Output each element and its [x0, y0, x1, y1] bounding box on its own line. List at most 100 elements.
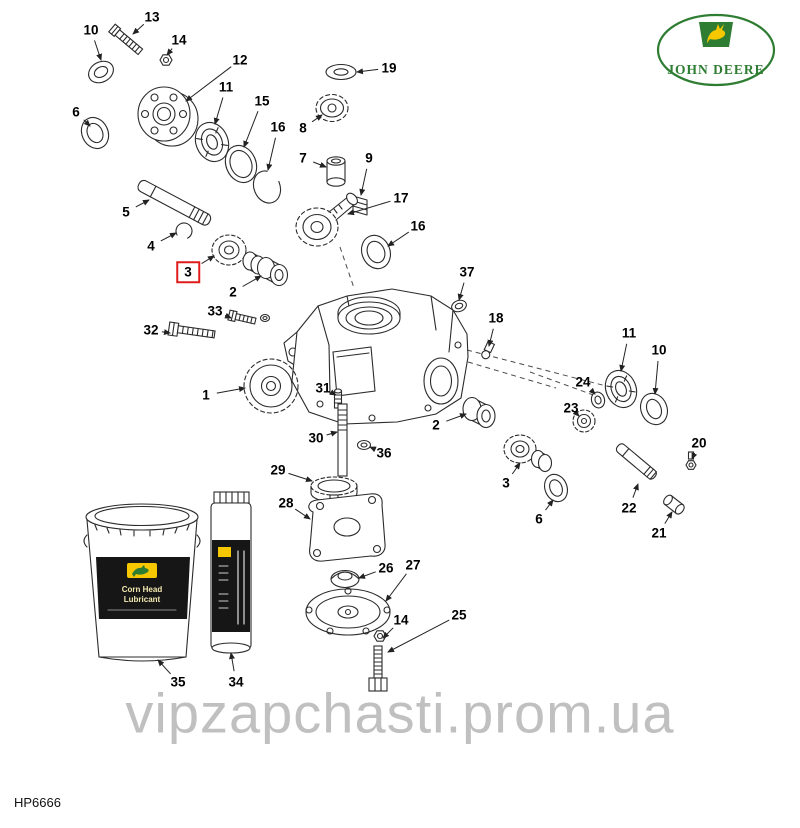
leader-line	[664, 511, 673, 524]
part-callout-7: 7	[299, 150, 307, 166]
part-callout-8: 8	[299, 120, 307, 136]
leader-line	[311, 114, 323, 123]
part-callout-27: 27	[405, 557, 421, 573]
part-callout-15: 15	[254, 93, 270, 109]
part-art-gearshaft-17	[295, 192, 358, 247]
leader-line	[545, 499, 554, 511]
leader-line	[358, 571, 376, 579]
part-art-bolt-33	[227, 309, 257, 325]
part-callout-22: 22	[621, 500, 637, 516]
part-art-bolt-25	[368, 645, 388, 692]
part-callout-31: 31	[315, 380, 331, 396]
leader-line	[216, 386, 246, 394]
part-callout-19: 19	[381, 60, 397, 76]
leader-line	[382, 627, 394, 639]
part-art-shaft-5	[137, 179, 212, 226]
leader-line	[229, 652, 235, 672]
deer-icon	[132, 565, 149, 577]
leader-line	[387, 619, 450, 653]
part-art-shaft-30	[337, 403, 348, 477]
part-callout-6: 6	[535, 511, 543, 527]
part-callout-14: 14	[171, 32, 187, 48]
part-art-snapring-16	[252, 170, 282, 204]
leader-line	[313, 161, 327, 168]
figure-code: HP6666	[14, 795, 61, 810]
part-callout-36: 36	[376, 445, 392, 461]
part-callout-28: 28	[278, 495, 294, 511]
part-art-gasket-28	[308, 493, 386, 562]
leader-line	[347, 200, 391, 216]
part-art-housing	[283, 288, 469, 425]
leader-line	[446, 413, 467, 422]
part-art-bearing-11b	[604, 369, 638, 409]
bucket-label-line1: Corn Head	[122, 585, 163, 594]
part-art-nut-14b	[373, 630, 387, 642]
part-art-gear-1	[243, 358, 299, 414]
part-callout-35: 35	[170, 674, 186, 690]
leader-line	[511, 462, 521, 475]
part-callout-12: 12	[232, 52, 248, 68]
part-art-ring-15	[224, 144, 258, 184]
leader-line	[157, 659, 171, 675]
john-deere-logo-art: JOHN DEERE	[656, 13, 776, 87]
leader-line	[161, 329, 171, 336]
part-callout-29: 29	[270, 462, 286, 478]
part-art-seal-6b	[543, 473, 569, 503]
part-callout-6: 6	[72, 104, 80, 120]
part-callout-3-highlighted: 3	[176, 261, 200, 283]
part-callout-24: 24	[575, 374, 591, 390]
part-callout-13: 13	[144, 9, 160, 25]
leader-line	[166, 48, 174, 56]
leader-line	[242, 275, 262, 287]
part-art-cover-27	[305, 587, 391, 636]
leader-line	[185, 66, 232, 102]
part-callout-11: 11	[621, 325, 637, 341]
part-art-fitting-18	[481, 340, 496, 360]
part-art-bucket-35: Corn Head Lubricant	[83, 503, 201, 662]
leader-line	[691, 452, 698, 460]
leader-line	[135, 199, 150, 208]
part-art-washer-19	[325, 63, 357, 81]
part-art-flange-12	[137, 86, 199, 147]
part-art-seal-10b	[639, 392, 669, 426]
part-callout-3: 3	[502, 475, 510, 491]
leader-line	[619, 343, 628, 372]
deer-icon	[707, 24, 726, 43]
part-callout-2: 2	[229, 284, 237, 300]
part-art-bushing-7	[326, 156, 346, 187]
part-art-spring-9	[352, 195, 368, 216]
leader-line	[652, 360, 659, 395]
part-callout-17: 17	[393, 190, 409, 206]
part-art-washer-24	[590, 391, 606, 409]
leader-line	[132, 23, 145, 35]
part-callout-11: 11	[218, 79, 234, 95]
part-art-seal-10	[88, 60, 114, 84]
leader-line	[588, 387, 596, 395]
leader-line	[243, 111, 259, 148]
logo-oval	[656, 13, 776, 87]
part-art-bolt-32	[167, 321, 216, 339]
leader-line	[356, 68, 379, 75]
part-callout-30: 30	[308, 430, 324, 446]
part-art-ring-37	[451, 299, 467, 313]
part-art-plug-20	[685, 451, 697, 470]
leader-line	[387, 231, 410, 247]
part-callout-1: 1	[202, 387, 210, 403]
brand-text: JOHN DEERE	[667, 62, 764, 77]
part-callout-21: 21	[651, 525, 667, 541]
part-callout-34: 34	[228, 674, 244, 690]
part-callout-16: 16	[270, 119, 286, 135]
part-callout-14: 14	[393, 612, 409, 628]
part-art-shaft-22	[615, 443, 658, 480]
leader-lines-layer	[83, 23, 698, 675]
leader-line	[359, 168, 368, 196]
part-callout-32: 32	[143, 322, 159, 338]
part-callout-26: 26	[378, 560, 394, 576]
part-art-seal-6	[80, 116, 110, 150]
watermark: vipzapchasti.prom.ua	[125, 681, 675, 745]
part-callout-10: 10	[651, 342, 667, 358]
leader-line	[457, 282, 465, 301]
part-callout-33: 33	[207, 303, 223, 319]
